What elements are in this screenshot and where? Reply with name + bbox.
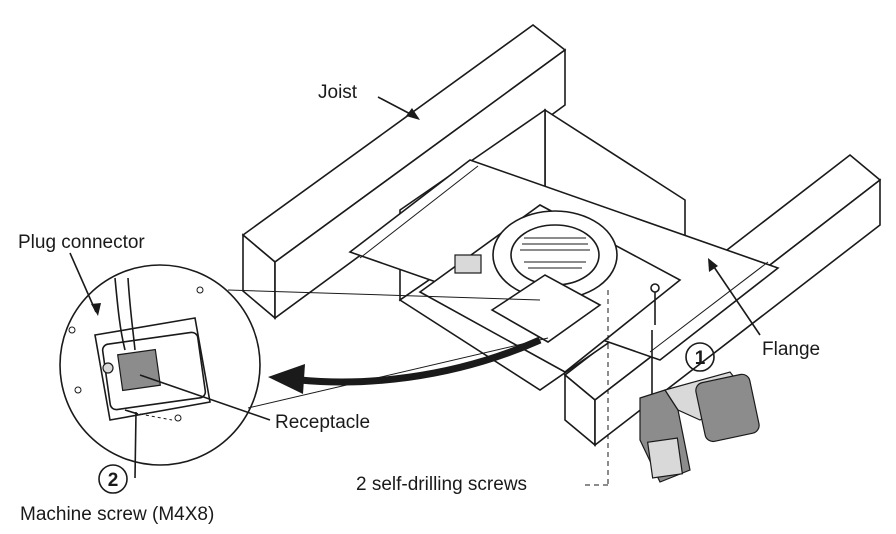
self-drilling-screws-label: 2 self-drilling screws	[356, 474, 527, 495]
step-1-marker: 1	[685, 342, 715, 372]
direction-arrow	[268, 336, 542, 394]
receptacle-label: Receptacle	[275, 412, 370, 433]
joist-left	[241, 23, 567, 320]
step-2-label: 2	[108, 470, 119, 491]
step-2-marker: 2	[98, 464, 128, 494]
step-1-label: 1	[695, 348, 706, 369]
plug-connector-label: Plug connector	[18, 232, 145, 253]
zoom-connector-lines	[227, 289, 549, 409]
leader-lines	[69, 96, 761, 479]
fan-housing	[348, 108, 780, 391]
joist-label: Joist	[318, 82, 358, 103]
drill-icon	[639, 330, 760, 483]
detail-zoom-circle	[59, 264, 261, 466]
self-drilling-screw-icon	[585, 283, 660, 486]
machine-screw-label: Machine screw (M4X8)	[20, 504, 214, 525]
flange-label: Flange	[762, 339, 820, 360]
